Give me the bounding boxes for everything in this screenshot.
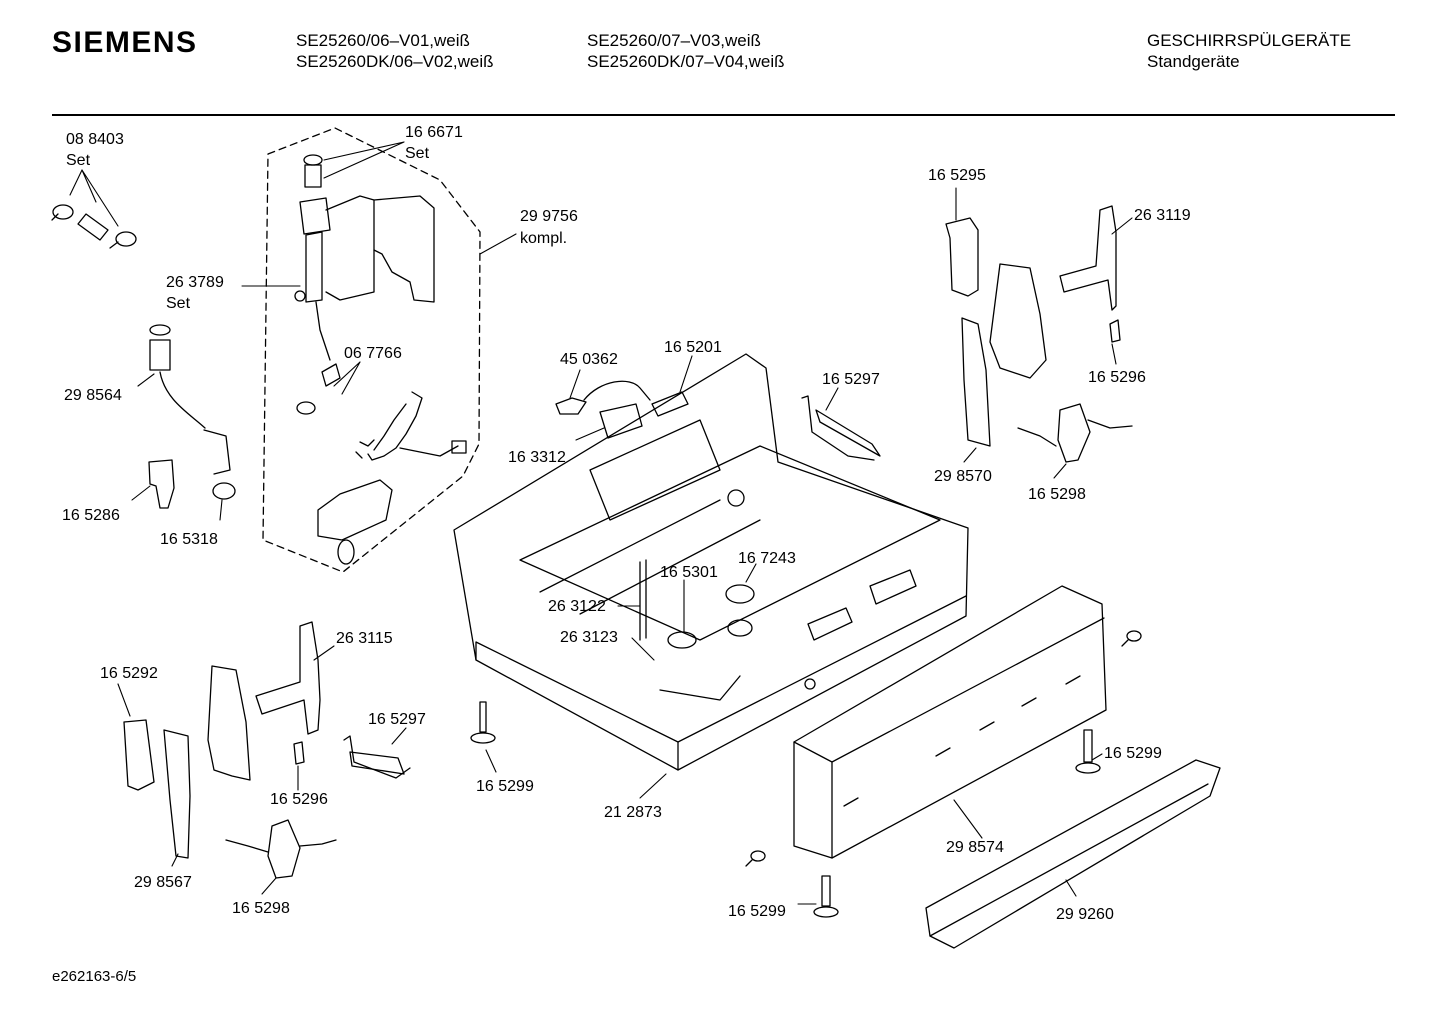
hinge-right (945, 205, 1133, 463)
part-label: 26 3115 (336, 630, 393, 647)
part-label: 26 3789 (166, 274, 224, 291)
drawing-code: e262163-6/5 (52, 968, 137, 985)
category-subtitle: Standgeräte (1147, 52, 1240, 71)
part-label: 26 3122 (548, 598, 606, 615)
model-list-2: SE25260/07–V03,weiß SE25260DK/07–V04,wei… (587, 30, 785, 72)
part-label: 29 9260 (1056, 906, 1114, 923)
base-tray (453, 353, 969, 771)
part-label: 29 9756 (520, 208, 578, 225)
part-label: 16 5201 (664, 339, 722, 356)
category-title: GESCHIRRSPÜLGERÄTE (1147, 31, 1352, 50)
model-line: SE25260DK/06–V02,weiß (296, 52, 494, 71)
part-label: 16 5301 (660, 564, 718, 581)
model-list-1: SE25260/06–V01,weiß SE25260DK/06–V02,wei… (296, 30, 494, 72)
part-label: 29 8570 (934, 468, 992, 485)
connector-clip (148, 459, 175, 509)
part-label: 29 8564 (64, 387, 122, 404)
part-label: 16 7243 (738, 550, 796, 567)
part-label: 16 5299 (728, 903, 786, 920)
part-label: Set (405, 145, 430, 162)
part-label: 08 8403 (66, 131, 124, 148)
kit-outline (262, 127, 481, 573)
part-label: 16 5286 (62, 507, 120, 524)
part-label: 29 8567 (134, 874, 192, 891)
wiring-harness (555, 380, 689, 439)
part-label: 16 5318 (160, 531, 218, 548)
leader-lines (69, 141, 1133, 905)
category-label: GESCHIRRSPÜLGERÄTE Standgeräte (1147, 30, 1351, 72)
part-label: 16 5296 (1088, 369, 1146, 386)
part-label: 16 5296 (270, 791, 328, 808)
part-label: 16 6671 (405, 124, 463, 141)
part-label: Set (166, 295, 191, 312)
part-label: 16 5295 (928, 167, 986, 184)
adjustable-foot-center (470, 701, 496, 744)
pressure-switch-assembly (294, 154, 467, 565)
adjustable-foot-right (1075, 729, 1101, 774)
brand-logo: SIEMENS (52, 26, 198, 59)
screw-bottom (745, 850, 766, 867)
drain-hose (149, 324, 236, 500)
part-label: 26 3119 (1134, 207, 1191, 224)
part-label: 16 5299 (1104, 745, 1162, 762)
adjustable-foot-bottom (813, 875, 839, 918)
part-label: 16 3312 (508, 449, 566, 466)
model-line: SE25260/06–V01,weiß (296, 31, 470, 50)
part-label: 16 5299 (476, 778, 534, 795)
model-line: SE25260DK/07–V04,weiß (587, 52, 785, 71)
toe-panel (925, 759, 1221, 949)
screw-right-top (1121, 630, 1142, 647)
part-label: 16 5292 (100, 665, 158, 682)
hinge-left (123, 621, 337, 879)
model-line: SE25260/07–V03,weiß (587, 31, 761, 50)
part-label: 16 5298 (232, 900, 290, 917)
part-label: Set (66, 152, 91, 169)
spring-left (343, 735, 411, 779)
part-label: kompl. (520, 230, 567, 247)
part-labels: 08 8403 Set 16 6671 Set 29 9756 kompl. 2… (62, 124, 1191, 923)
part-label: 29 8574 (946, 839, 1004, 856)
part-label: 45 0362 (560, 351, 618, 368)
part-label: 26 3123 (560, 629, 618, 646)
part-label: 16 5297 (368, 711, 426, 728)
kickplate-panel (793, 585, 1107, 859)
spring-right (801, 395, 881, 461)
part-label: 06 7766 (344, 345, 402, 362)
part-label: 16 5298 (1028, 486, 1086, 503)
part-label: 16 5297 (822, 371, 880, 388)
part-label: 21 2873 (604, 804, 662, 821)
header-rule (52, 114, 1395, 116)
hose-clamp-set (51, 204, 137, 249)
